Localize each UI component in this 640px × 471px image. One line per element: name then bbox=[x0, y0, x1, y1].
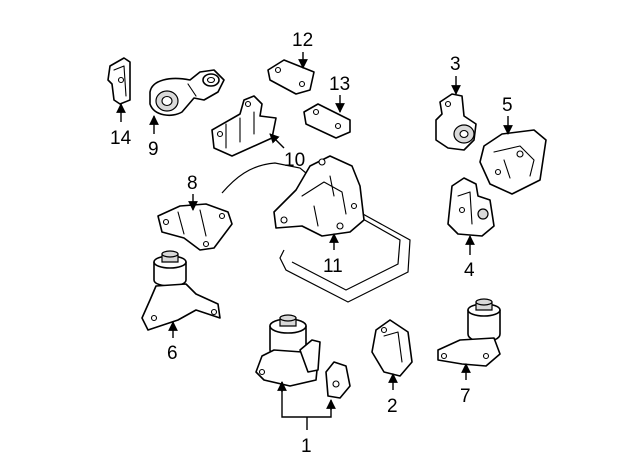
callout-10: 10 bbox=[284, 150, 305, 171]
callout-3: 3 bbox=[450, 54, 461, 75]
leader-10 bbox=[269, 133, 285, 149]
part-7-engine-mount[interactable] bbox=[437, 298, 501, 367]
part-6-engine-mount[interactable] bbox=[141, 250, 221, 331]
engine-outline-inner bbox=[291, 213, 401, 291]
part-8-bracket[interactable] bbox=[157, 203, 233, 251]
callout-4: 4 bbox=[464, 260, 475, 281]
part-3-mount[interactable] bbox=[435, 93, 477, 151]
engine-outline bbox=[221, 162, 411, 303]
part-11-bracket[interactable] bbox=[273, 155, 365, 237]
part-14-bracket[interactable] bbox=[107, 57, 131, 105]
part-12-bracket[interactable] bbox=[267, 59, 315, 95]
callout-13: 13 bbox=[329, 74, 350, 95]
leader-lines bbox=[116, 52, 513, 430]
part-13-bracket[interactable] bbox=[303, 103, 351, 139]
callout-labels: 1 2 3 4 5 6 7 8 9 10 11 12 13 14 bbox=[110, 30, 513, 457]
callout-6: 6 bbox=[167, 343, 178, 364]
callout-8: 8 bbox=[187, 173, 198, 194]
part-5-bracket[interactable] bbox=[479, 129, 547, 195]
callout-11: 11 bbox=[323, 256, 343, 277]
callout-7: 7 bbox=[460, 386, 471, 407]
part-9-torque-rod[interactable] bbox=[149, 69, 225, 117]
part-10-bracket[interactable] bbox=[211, 95, 277, 157]
callout-5: 5 bbox=[502, 95, 513, 116]
part-4-bracket[interactable] bbox=[447, 177, 495, 237]
callout-12: 12 bbox=[292, 30, 313, 51]
callout-2: 2 bbox=[387, 396, 398, 417]
part-2-bracket[interactable] bbox=[371, 319, 413, 377]
part-1-engine-mount[interactable] bbox=[255, 314, 351, 399]
callout-1: 1 bbox=[301, 436, 312, 457]
callout-14: 14 bbox=[110, 128, 132, 149]
callout-9: 9 bbox=[148, 139, 159, 160]
leader-1 bbox=[281, 382, 332, 430]
